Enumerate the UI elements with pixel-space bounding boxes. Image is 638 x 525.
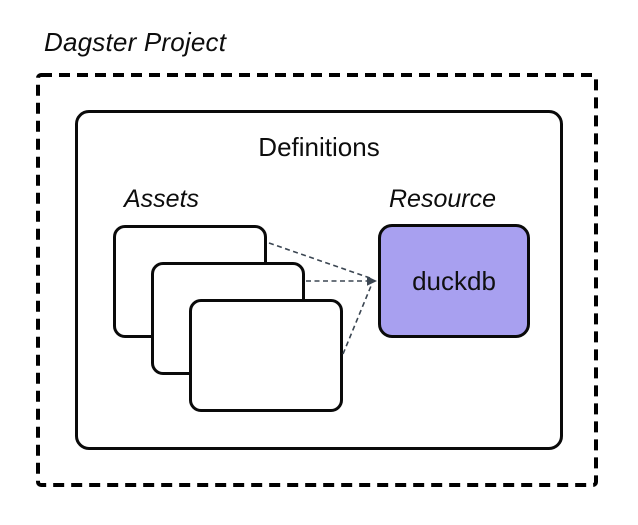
assets-label: Assets <box>124 185 200 213</box>
resource-node-duckdb: duckdb <box>378 224 530 338</box>
definitions-label: Definitions <box>258 132 380 162</box>
asset-box-3 <box>189 299 343 412</box>
resource-node-label: duckdb <box>412 265 496 296</box>
resource-label: Resource <box>389 185 496 213</box>
project-title: Dagster Project <box>44 27 227 57</box>
